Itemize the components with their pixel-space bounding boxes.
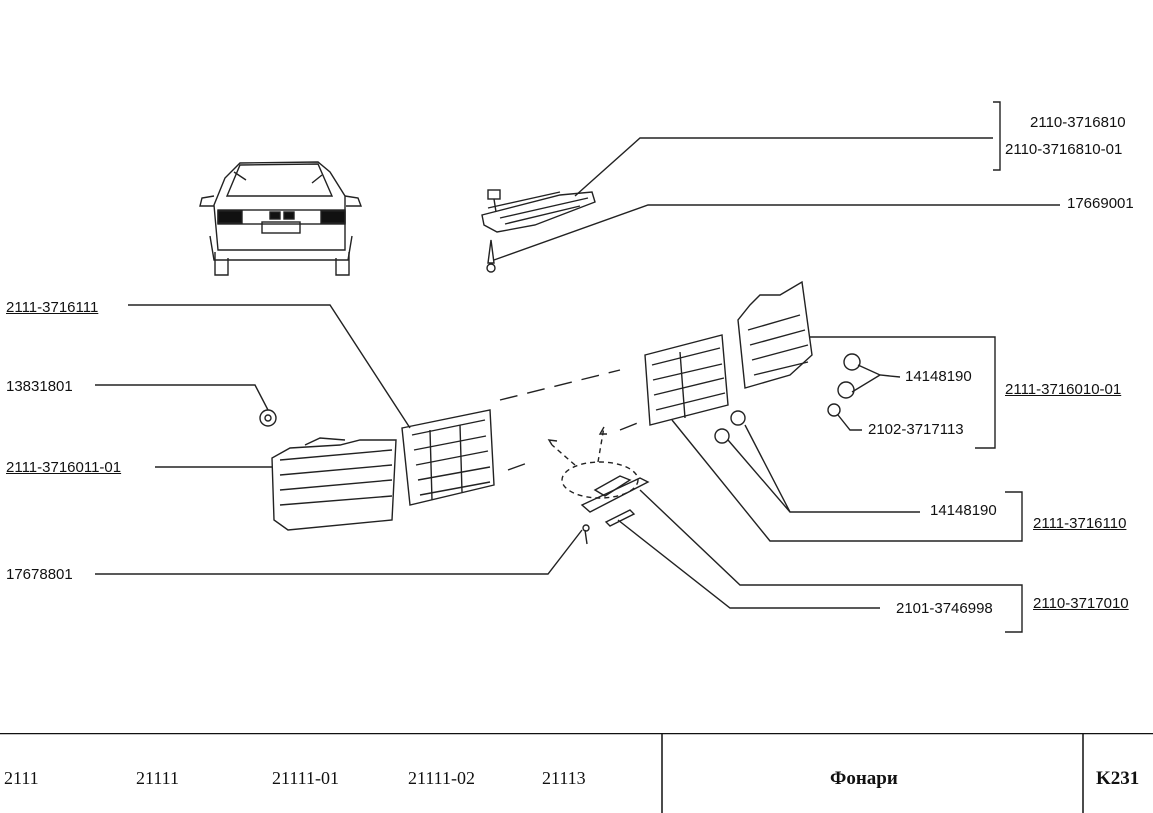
callout-screw-bottom: 17678801 [6,566,73,583]
right-outer-lamp-illustration [737,280,813,389]
callout-right-bulb-2: 2102-3717113 [868,421,964,438]
callout-left-outer-lamp: 2111-3716111 [6,299,99,316]
model-21111-02: 21111-02 [408,768,475,788]
model-21111-01: 21111-01 [272,768,339,788]
car-rear-view-illustration [199,161,363,276]
callout-inner-lamp: 2111-3716110 [1033,515,1127,532]
callout-right-lamp-assembly: 2111-3716010-01 [1005,381,1122,398]
nut-illustration [259,409,277,427]
callout-left-lamp-assembly: 2111-3716011-01 [6,459,122,476]
title-block: 2111 21111 21111-01 21111-02 21113 Фонар… [0,733,1153,813]
model-21113: 21113 [542,768,586,788]
callout-plate-lamp: 2110-3717010 [1033,595,1129,612]
callout-inner-bulbs: 14148190 [930,502,997,519]
left-outer-lamp-illustration [271,437,397,531]
callout-right-bulb-1: 14148190 [905,368,972,385]
leader-lines [95,101,1060,633]
callout-left-nut: 13831801 [6,378,73,395]
model-2111: 2111 [4,768,39,788]
right-inner-lamp-illustration [644,334,729,426]
sheet-title: Фонари [830,768,898,789]
sheet-code: K231 [1096,768,1140,789]
callout-brake-light-1: 2110-3716810 [1030,114,1126,131]
callout-plate-lamp-gasket: 2101-3746998 [896,600,993,617]
callout-brake-light-2: 2110-3716810-01 [1005,141,1123,158]
callout-screw-top: 17669001 [1067,195,1134,212]
left-inner-lamp-illustration [401,409,495,506]
brake-light-illustration [481,189,596,273]
model-21111: 21111 [136,768,179,788]
plate-lamp-illustration [547,426,650,545]
